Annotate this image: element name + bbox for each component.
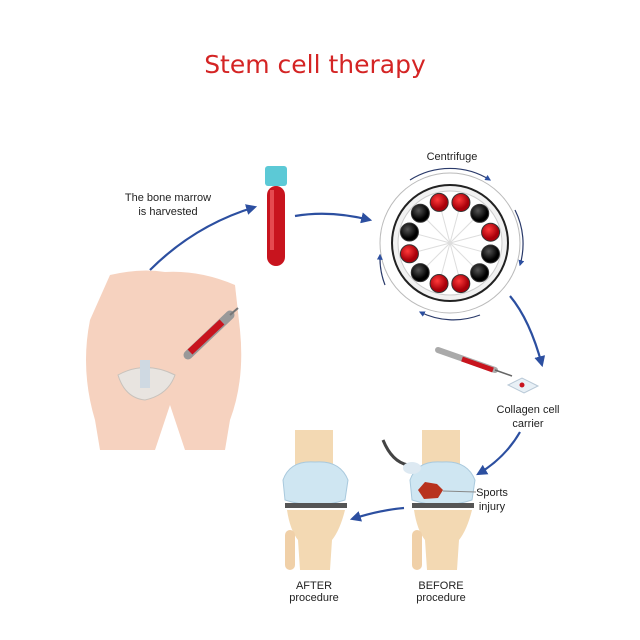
svg-text:Sports: Sports — [476, 487, 508, 499]
centrifuge-tube-slot — [399, 244, 419, 264]
svg-text:carrier: carrier — [512, 418, 544, 430]
after-label: AFTER procedure — [289, 580, 339, 604]
knee-after-illustration — [282, 430, 349, 570]
centrifuge-tube-slot — [470, 203, 490, 223]
centrifuge-tube-slot — [429, 274, 449, 294]
centrifuge-tube-slot — [481, 244, 501, 264]
svg-text:procedure: procedure — [289, 592, 339, 604]
svg-text:BEFORE: BEFORE — [418, 580, 463, 592]
arrow-tube-to-centrifuge — [294, 212, 373, 224]
svg-text:AFTER: AFTER — [296, 580, 332, 592]
bone-marrow-label: The bone marrow is harvested — [125, 192, 211, 218]
arrow-body-to-tube — [149, 204, 258, 271]
sports-injury-label: Sports injury — [476, 487, 508, 513]
centrifuge-tube-slot — [451, 192, 471, 212]
svg-text:Collagen cell: Collagen cell — [497, 404, 560, 416]
page-title: Stem cell therapy — [204, 50, 426, 79]
centrifuge-tube-slot — [470, 263, 490, 283]
centrifuge-label: Centrifuge — [427, 151, 478, 163]
arrow-centrifuge-to-collagen — [509, 295, 546, 368]
svg-text:is harvested: is harvested — [138, 206, 197, 218]
arrow-collagen-to-knee — [476, 431, 521, 476]
collagen-label: Collagen cell carrier — [497, 404, 560, 430]
centrifuge-tube-slot — [410, 263, 430, 283]
collagen-syringe-icon — [435, 347, 540, 394]
svg-text:injury: injury — [479, 501, 506, 513]
centrifuge-tube-slot — [399, 222, 419, 242]
knee-before-illustration — [381, 430, 477, 570]
centrifuge-tube-slot — [481, 222, 501, 242]
arrow-before-to-after — [349, 506, 405, 522]
before-label: BEFORE procedure — [416, 580, 466, 604]
blood-test-tube-icon — [265, 166, 287, 266]
human-body-illustration — [86, 270, 242, 450]
svg-text:The bone marrow: The bone marrow — [125, 192, 211, 204]
syringe-harvest-icon — [183, 307, 239, 360]
centrifuge-icon: Centrifuge — [376, 151, 525, 321]
centrifuge-tube-slot — [429, 192, 449, 212]
svg-text:procedure: procedure — [416, 592, 466, 604]
centrifuge-tube-slot — [410, 203, 430, 223]
sports-injury-mark — [418, 482, 443, 499]
centrifuge-tube-slot — [451, 274, 471, 294]
